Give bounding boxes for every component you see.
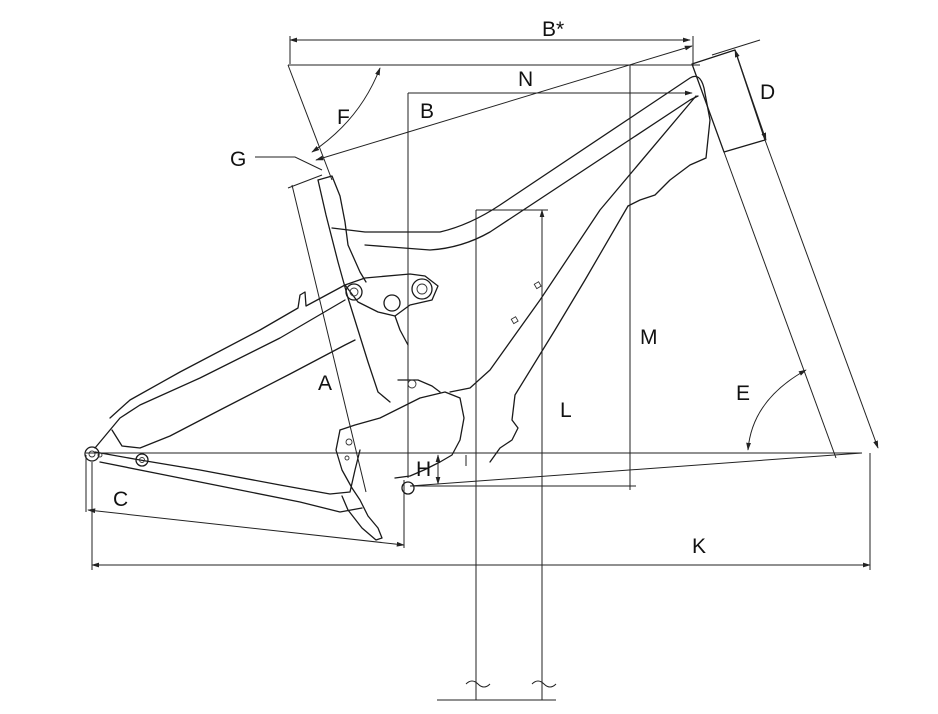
label-b-star: B*: [542, 18, 564, 41]
shock-mount: [411, 278, 433, 300]
dim-a: [291, 184, 367, 493]
bottom-bracket: [401, 481, 415, 495]
dim-b-star-diagonal: [315, 45, 693, 161]
down-tube: [489, 205, 629, 463]
dim-d: [734, 49, 767, 141]
rocker-link: [344, 273, 439, 317]
rear-axle: [84, 446, 100, 462]
seat-stay: [109, 284, 346, 419]
label-l: L: [560, 399, 572, 422]
label-b: B: [420, 100, 434, 123]
label-e: E: [736, 382, 750, 405]
dim-e: [746, 369, 807, 451]
seat-tube: [317, 175, 367, 283]
label-h: H: [416, 458, 431, 481]
dim-g-leader: [255, 156, 323, 171]
head-tube: [691, 49, 766, 153]
dim-c: [87, 508, 405, 547]
label-c: C: [113, 488, 128, 511]
label-d: D: [760, 81, 775, 104]
dimension-labels: B* N B D F G M A L E H C K: [113, 18, 775, 558]
pivot-upper: [345, 283, 363, 301]
label-n: N: [518, 68, 533, 91]
label-k: K: [692, 535, 706, 558]
dimension-lines: [85, 36, 879, 701]
label-f: F: [337, 106, 350, 129]
label-a: A: [318, 372, 332, 395]
chain-stay: [94, 449, 361, 495]
dim-f: [311, 67, 381, 153]
label-m: M: [640, 326, 658, 349]
label-g: G: [230, 148, 246, 171]
motor-housing: [339, 391, 465, 479]
top-tube: [331, 75, 711, 233]
